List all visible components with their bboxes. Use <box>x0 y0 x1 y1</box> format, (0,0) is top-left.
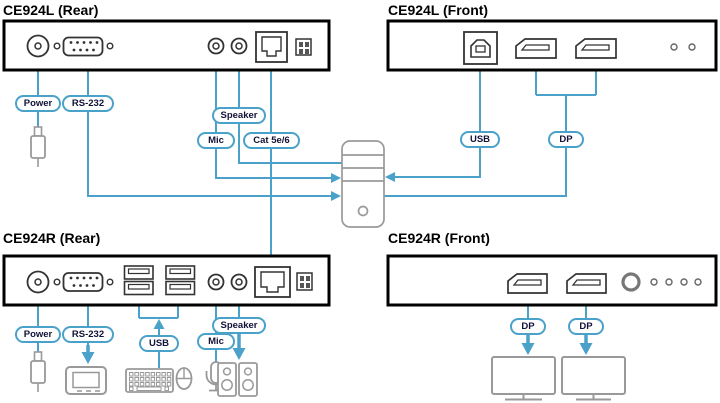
label-rs232-left: RS-232 <box>62 95 114 112</box>
led-icon <box>694 278 702 286</box>
rs232-line-left <box>87 66 331 197</box>
arrow-into-usb-ports-right <box>153 319 165 329</box>
dip-switch-icon <box>296 272 313 291</box>
mouse-icon <box>175 367 193 390</box>
db9-serial-port-icon <box>53 272 114 292</box>
serial-device-icon <box>65 366 107 395</box>
computer-tower-icon <box>341 140 385 228</box>
speakers-icon <box>217 362 258 397</box>
power-jack-icon <box>26 270 50 294</box>
arrow-usb-into-tower <box>385 172 395 182</box>
led-icon <box>688 43 696 51</box>
speaker-jack-icon <box>230 37 248 55</box>
rj45-port-icon <box>254 266 291 298</box>
arrow-to-speakers <box>232 348 246 360</box>
label-dp-left: DP <box>548 131 584 148</box>
label-power-right: Power <box>15 326 61 343</box>
mic-line-left <box>215 54 331 179</box>
mic-jack-icon <box>207 37 225 55</box>
device-box-ce924r-rear <box>2 254 331 307</box>
dip-switch-icon <box>295 38 312 56</box>
arrow-to-monitor-2 <box>579 343 593 355</box>
label-dp-monitor1: DP <box>510 318 546 335</box>
monitor-icon <box>561 356 626 401</box>
label-dp-monitor2: DP <box>568 318 604 335</box>
keyboard-icon <box>125 368 174 393</box>
label-mic-right: Mic <box>197 333 235 350</box>
dp-line-left-front <box>384 70 597 197</box>
push-button-icon <box>621 272 641 292</box>
device-title-ce924r-rear: CE924R (Rear) <box>3 230 101 246</box>
usb-line-left-front <box>394 64 481 178</box>
label-rs232-right: RS-232 <box>62 326 114 343</box>
ce924r-front-ports <box>507 272 702 294</box>
db9-serial-port-icon <box>53 36 114 57</box>
ce924r-rear-ports <box>26 265 313 298</box>
label-speaker-left: Speaker <box>212 107 266 124</box>
usb-a-port-icon <box>123 265 154 296</box>
ce924l-rear-ports <box>26 31 312 63</box>
arrow-to-monitor-1 <box>521 343 535 355</box>
power-jack-icon <box>26 34 50 58</box>
usb-a-port-icon <box>165 265 196 296</box>
peripheral-icons <box>30 126 626 401</box>
label-power-left: Power <box>15 95 61 112</box>
led-icon <box>670 43 678 51</box>
speaker-line-left <box>238 64 342 164</box>
led-icon <box>650 278 658 286</box>
displayport-icon <box>507 273 548 294</box>
device-title-ce924r-front: CE924R (Front) <box>388 230 490 246</box>
device-title-ce924l-front: CE924L (Front) <box>388 2 489 18</box>
label-usb-left: USB <box>460 131 500 148</box>
monitor-icon <box>491 356 556 401</box>
power-plug-icon <box>30 351 46 392</box>
speaker-jack-icon <box>230 273 248 291</box>
device-box-ce924r-front <box>386 254 718 307</box>
device-title-ce924l-rear: CE924L (Rear) <box>3 2 99 18</box>
arrow-mic-into-tower <box>331 173 341 183</box>
usb-b-port-icon <box>463 31 498 65</box>
mic-jack-icon <box>207 273 225 291</box>
arrow-rs232-into-tower <box>331 191 341 201</box>
ce924l-front-ports <box>463 31 696 65</box>
displayport-icon <box>515 38 557 59</box>
led-icon <box>680 278 688 286</box>
device-box-ce924l-front <box>386 19 718 72</box>
label-mic-left: Mic <box>197 132 235 149</box>
led-icon <box>665 278 673 286</box>
label-cat5e6: Cat 5e/6 <box>243 132 300 149</box>
label-speaker-right: Speaker <box>212 317 266 334</box>
displayport-icon <box>566 273 607 294</box>
label-usb-right: USB <box>139 335 179 352</box>
displayport-icon <box>575 38 617 59</box>
arrow-to-serial-device <box>81 352 95 364</box>
power-plug-icon <box>30 126 46 167</box>
rj45-port-icon <box>255 31 288 63</box>
